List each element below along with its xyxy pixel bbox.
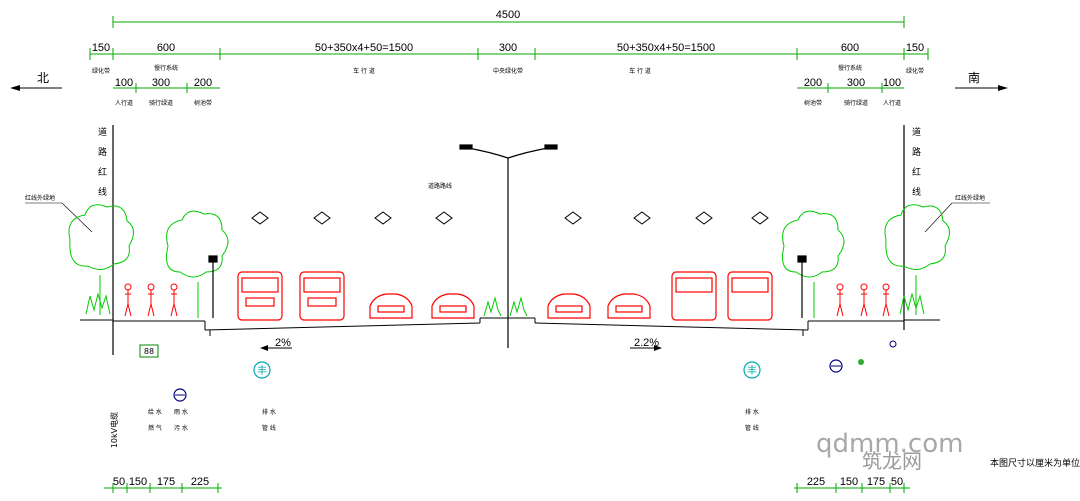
sidewalk-lamps	[208, 255, 807, 318]
top-dimension-chain	[89, 16, 929, 93]
right-sub-width-2: 300	[847, 77, 865, 89]
right-slope-arrow	[630, 345, 662, 351]
right-side-width: 600	[841, 42, 859, 54]
tree-inner-left	[166, 210, 229, 318]
left-red-line-label: 道路红线	[98, 126, 107, 198]
bottom-left-dim-3: 175	[157, 476, 175, 488]
svg-text:排 水: 排 水	[745, 408, 759, 416]
bottom-right-dim-2: 150	[840, 476, 858, 488]
svg-text:排 水: 排 水	[262, 408, 276, 416]
left-side-width: 600	[157, 42, 175, 54]
small-box-label: 88	[144, 347, 154, 356]
svg-text:管 线: 管 线	[745, 424, 759, 432]
right-carriage-label: 车 行 道	[629, 67, 651, 75]
pedestrians	[124, 283, 890, 317]
left-edge-label: 绿化带	[92, 67, 110, 75]
left-carriage-width: 50+350x4+50=1500	[315, 42, 413, 54]
right-edge-width: 150	[906, 42, 924, 54]
watermark-cn: 筑龙网	[862, 449, 922, 473]
right-slope-label: 2.2%	[634, 337, 659, 349]
left-sub-label-3: 树池带	[194, 99, 212, 107]
left-slope-arrow	[260, 345, 292, 351]
svg-text:管 线: 管 线	[262, 424, 276, 432]
right-sub-label-3: 人行道	[883, 99, 901, 107]
right-sub-label-1: 树池带	[804, 99, 822, 107]
right-edge-label: 绿化带	[906, 67, 924, 75]
svg-text:污 水: 污 水	[174, 424, 188, 432]
bottom-left-dim-2: 150	[129, 476, 147, 488]
ground-profile	[80, 317, 940, 336]
south-arrow	[955, 85, 1008, 91]
left-sub-label-2: 骑行绿道	[149, 99, 173, 107]
left-sub-width-3: 200	[194, 77, 212, 89]
left-sub-width-2: 300	[152, 77, 170, 89]
utility-dots	[173, 340, 897, 402]
left-small-box	[139, 344, 159, 358]
lane-markers	[251, 211, 769, 225]
drawing-note: 本图尺寸以厘米为单位。	[990, 457, 1080, 469]
tree-inner-right	[782, 210, 845, 318]
outside-greenbelt-label-left: 红线外绿地	[25, 194, 55, 202]
north-label: 北	[37, 71, 49, 85]
pipe-right: 丰	[743, 361, 761, 379]
median-label: 中央绿化带	[493, 67, 523, 75]
bottom-right-dim-1: 225	[807, 476, 825, 488]
cable-label: 10kV电缆	[109, 412, 119, 448]
svg-text:雨 水: 雨 水	[174, 408, 188, 416]
svg-text:丰: 丰	[747, 364, 757, 377]
right-sub-width-3: 100	[883, 77, 901, 89]
svg-text:丰: 丰	[257, 364, 267, 377]
center-line-label: 道路路线	[428, 182, 452, 190]
underground-annotations: 给 水 燃 气 雨 水 污 水 排 水 管 线 排 水 管 线	[148, 408, 759, 432]
vehicles	[237, 271, 773, 321]
left-carriage-label: 车 行 道	[353, 67, 375, 75]
bottom-left-dim-1: 50	[113, 476, 125, 488]
left-side-label: 慢行系统	[154, 64, 178, 72]
bottom-left-dim-4: 225	[191, 476, 209, 488]
right-sub-width-1: 200	[804, 77, 822, 89]
right-red-line-label: 道路红线	[912, 126, 921, 198]
total-width-label: 4500	[496, 9, 520, 21]
svg-text:燃 气: 燃 气	[148, 424, 162, 432]
watermark-domain: qdmm.com	[816, 429, 963, 459]
left-slope-label: 2%	[275, 337, 291, 349]
svg-text:给 水: 给 水	[148, 408, 162, 416]
left-sub-label-1: 人行道	[115, 99, 133, 107]
tree-outer-left	[68, 204, 134, 315]
right-sub-label-2: 骑行绿道	[844, 99, 868, 107]
median-width: 300	[499, 42, 517, 54]
center-street-light	[459, 144, 558, 348]
bottom-right-dim-3: 175	[867, 476, 885, 488]
pipe-left: 丰	[253, 361, 271, 379]
right-side-label: 慢行系统	[838, 64, 862, 72]
left-sub-width-1: 100	[115, 77, 133, 89]
tree-outer-right	[884, 204, 950, 315]
north-arrow	[10, 85, 62, 91]
bottom-right-dim-4: 50	[891, 476, 903, 488]
south-label: 南	[968, 70, 980, 85]
bottom-dimension-chain	[104, 483, 910, 493]
outside-greenbelt-label-right: 红线外绿地	[955, 194, 985, 202]
left-edge-width: 150	[92, 42, 110, 54]
shrubs	[85, 292, 925, 317]
right-carriage-width: 50+350x4+50=1500	[617, 42, 715, 54]
